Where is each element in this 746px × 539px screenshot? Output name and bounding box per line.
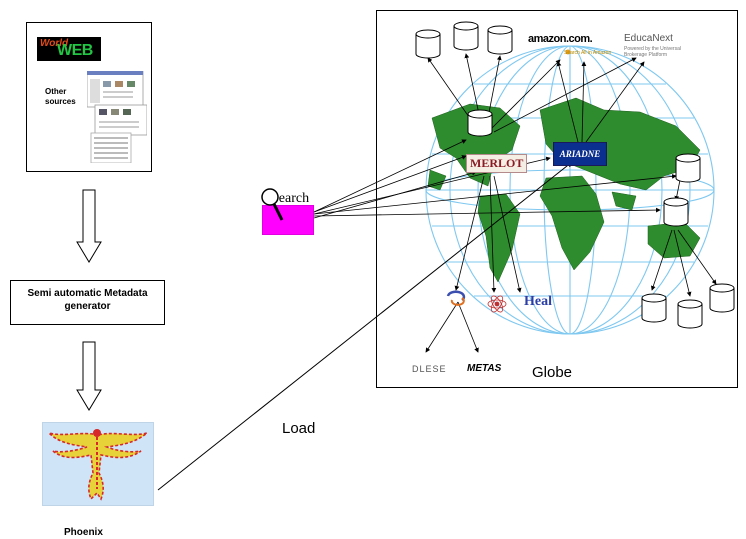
ariadne-logo: ARIADNE [553,142,607,166]
search-box [262,205,314,235]
search-label-text: earch [278,191,310,206]
merlot-logo: MERLOT [466,154,528,173]
hub-connections [425,53,717,353]
phoenix-bird-icon [46,429,148,501]
amazon-tagline: Search All in Amazon [564,50,612,56]
heal-logo: Heal [524,294,552,309]
dlese-logo: DLESE [412,364,447,374]
magnifier-icon [261,188,284,221]
db-cylinder-7 [641,293,667,323]
dlese-swirl-icon [446,290,466,306]
metas-logo: METAS [467,363,502,374]
atom-icon [487,295,507,313]
amazon-logo: amazon.com. [528,33,593,45]
metadata-generator-box: Semi automatic Metadata generator [10,280,165,325]
globe-label: Globe [532,364,573,381]
search-label: Search [271,191,309,207]
www-logo-world: World [40,38,69,49]
educanext-logo: EducaNext [624,33,673,44]
load-line [157,161,573,491]
www-logo-web: WEB [57,42,93,59]
phoenix-logo [42,422,154,506]
world-wide-web-logo: World WEB [37,37,101,61]
continents [427,97,701,283]
db-cylinder-9 [709,283,735,313]
db-cylinder-5 [675,153,701,183]
phoenix-label: Phoenix [64,527,103,538]
sources-box: World WEB Other sources [26,22,152,172]
db-cylinder-3 [487,25,513,55]
db-cylinder-8 [677,299,703,329]
other-sources-label: Other sources [45,87,76,106]
database-cylinders [415,21,735,329]
load-label: Load [282,420,316,437]
db-cylinder-2 [453,21,479,51]
web-page-thumbnails [87,71,147,163]
db-cylinder-1 [415,29,441,59]
db-cylinder-4 [467,109,493,137]
educanext-tagline: Powered by the Universal Brokerage Platf… [624,46,681,58]
educanext-mark [565,49,571,55]
down-arrow-2 [76,341,102,411]
down-arrow-1 [76,189,102,263]
db-cylinder-6 [663,197,689,227]
